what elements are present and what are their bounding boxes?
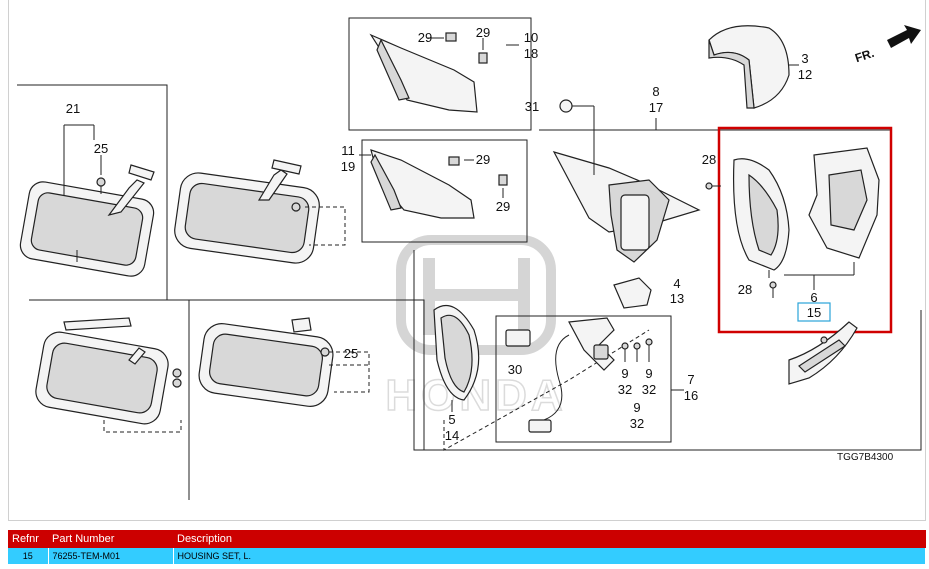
mirror-garnish-11: [370, 149, 508, 219]
callout-9: 9: [645, 366, 652, 381]
parts-diagram-frame: HONDA: [8, 0, 926, 521]
callout-28: 28: [738, 282, 752, 297]
column-header-refnr: Refnr: [8, 530, 48, 548]
callout-18: 18: [524, 46, 538, 61]
callout-32: 32: [618, 382, 632, 397]
cell-part-number[interactable]: 76255-TEM-M01: [48, 548, 174, 564]
parts-table: Refnr Part Number Description 15 76255-T…: [8, 530, 926, 564]
column-header-description: Description: [173, 530, 926, 548]
callout-32: 32: [630, 416, 644, 431]
callout-19: 19: [341, 159, 355, 174]
column-header-part-number: Part Number: [48, 530, 173, 548]
diagram-code: TGG7B4300: [837, 452, 894, 463]
highlight-box-housing-set: [717, 126, 893, 334]
callout-9: 9: [621, 366, 628, 381]
callout-30: 30: [508, 362, 522, 377]
callout-10: 10: [524, 30, 538, 45]
side-turn-signal: [788, 321, 858, 385]
exploded-parts-diagram: HONDA: [17, 17, 922, 500]
callout-11: 11: [341, 143, 355, 158]
rear-view-mirror-2: [174, 159, 320, 264]
callout-3: 3: [801, 51, 808, 66]
mirror-glass-5-14: [433, 305, 480, 401]
cover-4-13: [613, 277, 652, 309]
callout-6: 6: [810, 290, 817, 305]
door-mirror-assembly-8: [552, 99, 701, 263]
rear-view-mirror-4: [198, 317, 334, 407]
front-direction-label: FR.: [853, 46, 876, 65]
callout-29: 29: [418, 30, 432, 45]
callout-13: 13: [670, 291, 684, 306]
callout-32: 32: [642, 382, 656, 397]
callout-16: 16: [684, 388, 698, 403]
callout-7: 7: [687, 372, 694, 387]
rear-view-mirror-3: [35, 317, 182, 425]
housing-set-6-15: [705, 147, 880, 298]
parts-table-header-row: Refnr Part Number Description: [8, 530, 926, 548]
callout-21: 21: [66, 101, 80, 116]
table-row[interactable]: 15 76255-TEM-M01 HOUSING SET, L.: [8, 548, 926, 564]
bolt-25a: [96, 177, 106, 194]
callout-29: 29: [476, 25, 490, 40]
callout-15[interactable]: 15: [807, 305, 821, 320]
cell-description: HOUSING SET, L.: [173, 548, 926, 564]
callout-5: 5: [448, 412, 455, 427]
wire-harness-7-16: [505, 317, 653, 433]
callout-28: 28: [702, 152, 716, 167]
callout-4: 4: [673, 276, 680, 291]
mirror-garnish-10: [369, 32, 488, 113]
callout-25: 25: [344, 346, 358, 361]
callout-labels: 21 25 10 18 29 29 3 12 31 8 17 11 19 29 …: [66, 25, 831, 443]
front-direction-arrow: [887, 25, 921, 48]
honda-logo-watermark: HONDA: [385, 235, 563, 421]
callout-9: 9: [633, 400, 640, 415]
callout-12: 12: [798, 67, 812, 82]
callout-8: 8: [652, 84, 659, 99]
skull-cap-3: [708, 25, 790, 109]
callout-17: 17: [649, 100, 663, 115]
selected-callout-box: [797, 302, 831, 322]
rear-view-mirror-21: [19, 164, 155, 277]
cell-refnr: 15: [8, 548, 49, 564]
callout-14: 14: [445, 428, 459, 443]
callout-29: 29: [496, 199, 510, 214]
callout-31: 31: [525, 99, 539, 114]
group-boxes: [17, 17, 922, 500]
callout-25: 25: [94, 141, 108, 156]
callout-29: 29: [476, 152, 490, 167]
